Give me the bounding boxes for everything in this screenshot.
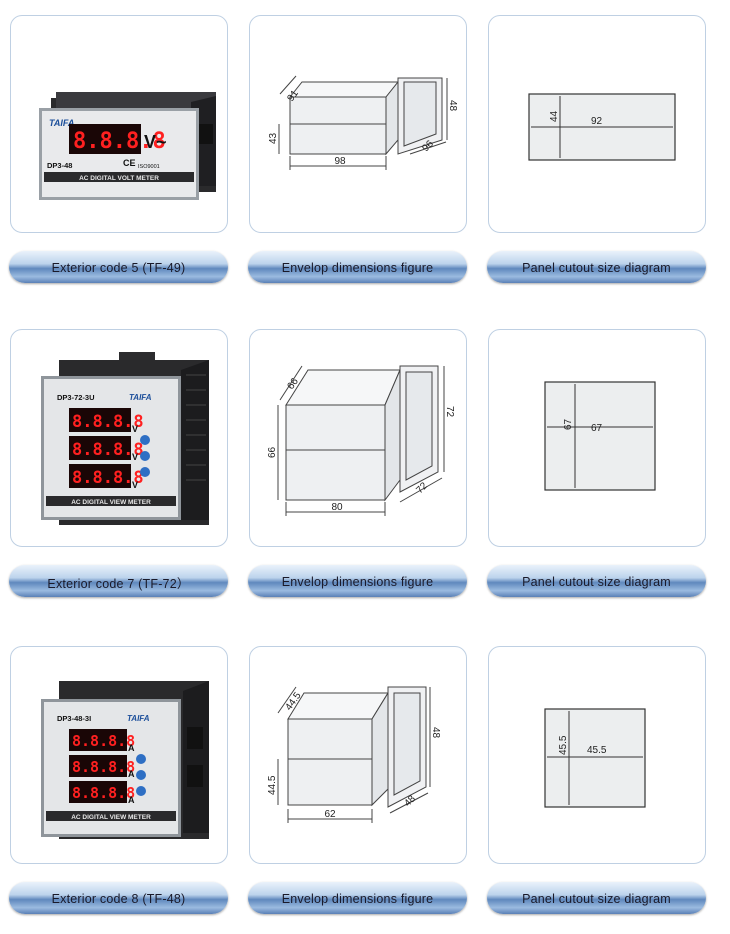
meter-model: DP3-48-3I — [57, 714, 91, 723]
iso-mark: ISO9001 — [138, 164, 160, 170]
envelop-diagram-1: 91 43 98 48 96 — [268, 75, 458, 170]
dim-height-left: 44.5 — [267, 775, 278, 795]
envelop-card-1: 91 43 98 48 96 — [249, 15, 467, 233]
cutout-diagram-2: 67 67 — [544, 381, 656, 491]
up-button-icon — [136, 754, 146, 764]
cutout-width: 45.5 — [587, 745, 607, 756]
meter-unit-1: A — [128, 743, 135, 753]
envelop-label-2[interactable]: Envelop dimensions figure — [248, 565, 467, 597]
meter-model: DP3-48 — [47, 161, 72, 170]
exterior-card-3: DP3-48-3I TAIFA 8.8.8.8 A 8.8.8.8 A 8.8.… — [10, 646, 228, 864]
cutout-height: 44 — [549, 110, 560, 122]
envelop-card-3: 44.5 44.5 62 48 48 — [249, 646, 467, 864]
cutout-label-3[interactable]: Panel cutout size diagram — [487, 882, 706, 914]
meter-model: DP3-72-3U — [57, 393, 95, 402]
meter-caption: AC DIGITAL VOLT METER — [79, 175, 159, 182]
meter-brand: TAIFA — [127, 714, 150, 723]
meter-readout-2: 8.8.8.8 — [72, 758, 135, 776]
envelop-card-2: 66 66 80 72 72 — [249, 329, 467, 547]
cutout-width: 67 — [591, 423, 603, 434]
envelop-label-1[interactable]: Envelop dimensions figure — [248, 251, 467, 283]
meter-readout-3: 8.8.8.8 — [72, 784, 135, 802]
down-button-icon — [136, 786, 146, 796]
exterior-code-label-2[interactable]: Exterior code 7 (TF-72） — [9, 565, 228, 597]
dim-width-bottom: 62 — [324, 809, 336, 820]
cutout-card-1: 44 92 — [488, 15, 706, 233]
meter-readout-1: 8.8.8.8 — [72, 412, 144, 432]
exterior-code-label-3[interactable]: Exterior code 8 (TF-48) — [9, 882, 228, 914]
meter-unit-3: V — [132, 480, 138, 490]
meter-readout: 8.8.8.8 — [73, 129, 166, 154]
meter-caption: AC DIGITAL VIEW METER — [71, 499, 151, 506]
meter-image-1: TAIFA 8.8.8.8 V~ DP3-48 CE ISO9001 AC DI… — [39, 92, 216, 200]
meter-readout-3: 8.8.8.8 — [72, 468, 144, 488]
meter-unit: V~ — [144, 132, 167, 152]
meter-readout-1: 8.8.8.8 — [72, 732, 135, 750]
dim-front-height: 48 — [430, 727, 441, 739]
cutout-height: 67 — [563, 418, 574, 430]
cutout-card-3: 45.5 45.5 — [488, 646, 706, 864]
cutout-height: 45.5 — [558, 735, 569, 755]
meter-unit-3: A — [128, 795, 135, 805]
ce-mark: CE — [123, 158, 136, 168]
dim-width-bottom: 98 — [334, 156, 346, 167]
meter-brand: TAIFA — [49, 118, 74, 128]
meter-unit-1: V — [132, 424, 138, 434]
envelop-label-3[interactable]: Envelop dimensions figure — [248, 882, 467, 914]
exterior-card-1: TAIFA 8.8.8.8 V~ DP3-48 CE ISO9001 AC DI… — [10, 15, 228, 233]
cutout-label-1[interactable]: Panel cutout size diagram — [487, 251, 706, 283]
meter-brand: TAIFA — [129, 393, 152, 402]
dim-front-height: 72 — [444, 406, 455, 418]
envelop-diagram-3: 44.5 44.5 62 48 48 — [267, 686, 441, 823]
envelop-diagram-2: 66 66 80 72 72 — [267, 365, 455, 516]
meter-readout-2: 8.8.8.8 — [72, 440, 144, 460]
cutout-card-2: 67 67 — [488, 329, 706, 547]
meter-unit-2: A — [128, 769, 135, 779]
dim-width-bottom: 80 — [331, 502, 343, 513]
dim-height-left: 43 — [268, 132, 279, 144]
meter-image-2: DP3-72-3U TAIFA 8.8.8.8 V 8.8.8.8 V 8.8.… — [41, 352, 209, 525]
meter-image-3: DP3-48-3I TAIFA 8.8.8.8 A 8.8.8.8 A 8.8.… — [41, 681, 209, 839]
down-button-icon — [140, 467, 150, 477]
dim-front-height: 48 — [447, 100, 458, 112]
cutout-diagram-3: 45.5 45.5 — [544, 708, 646, 808]
meter-caption: AC DIGITAL VIEW METER — [71, 814, 151, 821]
cutout-diagram-1: 44 92 — [528, 93, 676, 161]
cutout-width: 92 — [591, 116, 603, 127]
exterior-card-2: DP3-72-3U TAIFA 8.8.8.8 V 8.8.8.8 V 8.8.… — [10, 329, 228, 547]
set-button-icon — [136, 770, 146, 780]
cutout-label-2[interactable]: Panel cutout size diagram — [487, 565, 706, 597]
up-button-icon — [140, 435, 150, 445]
dim-height-left: 66 — [267, 446, 278, 458]
meter-unit-2: V — [132, 452, 138, 462]
set-button-icon — [140, 451, 150, 461]
exterior-code-label-1[interactable]: Exterior code 5 (TF-49) — [9, 251, 228, 283]
